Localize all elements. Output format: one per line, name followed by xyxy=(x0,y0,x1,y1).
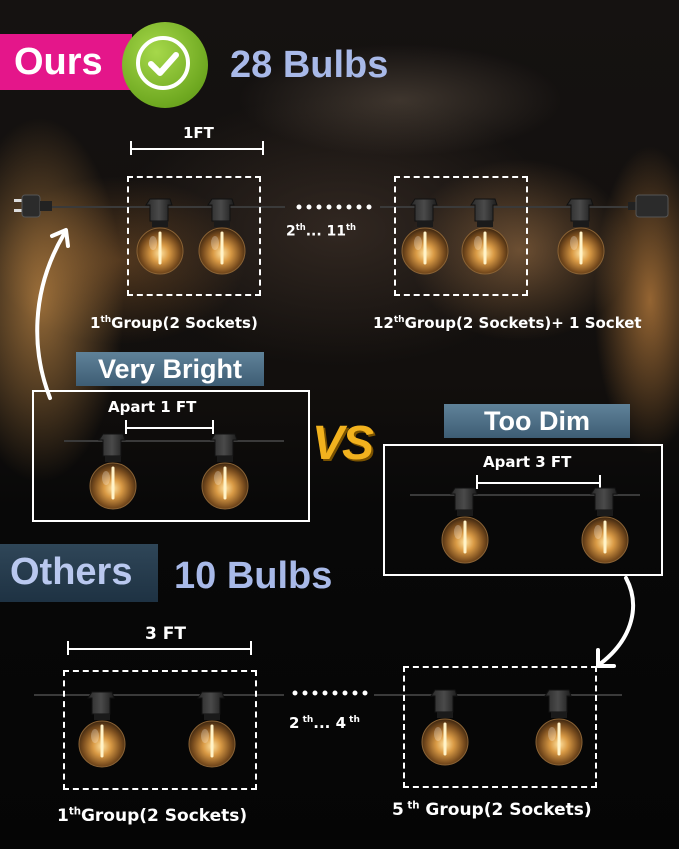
bulb-icon xyxy=(197,197,247,277)
bulb-icon xyxy=(200,432,250,512)
bright-spacing-line xyxy=(126,427,214,429)
bulb-icon xyxy=(440,486,490,566)
ours-spacing-line xyxy=(131,148,264,150)
others-dots xyxy=(292,690,368,696)
others-group1-label: 1thGroup(2 Sockets) xyxy=(57,806,248,826)
ours-range-label: 2th... 11th xyxy=(286,222,356,240)
ours-group12-box xyxy=(394,176,528,296)
socket-icon xyxy=(628,194,669,218)
ours-group1-label: 1thGroup(2 Sockets) xyxy=(90,314,258,332)
bulb-icon xyxy=(187,690,237,770)
ours-spacing-label: 1FT xyxy=(183,124,214,142)
too-dim-banner: Too Dim xyxy=(444,404,630,438)
bright-spacing-label: Apart 1 FT xyxy=(108,398,197,416)
bulb-icon xyxy=(534,688,584,768)
ours-spacing-tick-left xyxy=(130,141,132,155)
dim-spacing-line xyxy=(477,482,601,484)
others-group5-box xyxy=(403,666,597,788)
curved-arrow-icon xyxy=(35,228,70,400)
bulb-icon xyxy=(135,197,185,277)
bulb-icon xyxy=(580,486,630,566)
ours-group12-label: 12thGroup(2 Sockets)+ 1 Socket xyxy=(373,314,642,332)
dim-spacing-label: Apart 3 FT xyxy=(483,453,572,471)
very-bright-banner: Very Bright xyxy=(76,352,264,386)
ours-wire-right xyxy=(380,206,635,208)
others-wire-left xyxy=(34,694,284,696)
ours-bulb-count: 28 Bulbs xyxy=(230,44,389,86)
bulb-icon xyxy=(88,432,138,512)
vs-label: VS xyxy=(312,417,374,470)
dim-wire xyxy=(410,494,640,496)
bright-spacing-tick-right xyxy=(212,420,214,434)
ours-badge: Ours xyxy=(0,34,132,90)
others-range-label: 2 th... 4 th xyxy=(289,714,360,732)
bright-wire xyxy=(64,440,284,442)
bright-compare-box xyxy=(32,390,310,522)
bulb-icon xyxy=(77,690,127,770)
bulb-icon xyxy=(556,197,606,277)
curved-arrow-icon xyxy=(596,576,635,668)
others-group1-box xyxy=(63,670,257,790)
others-badge: Others xyxy=(0,544,158,602)
bright-spacing-tick-left xyxy=(125,420,127,434)
bulb-icon xyxy=(420,688,470,768)
others-spacing-line xyxy=(68,648,252,650)
dim-compare-box xyxy=(383,444,663,576)
dim-spacing-tick-right xyxy=(599,475,601,489)
check-icon xyxy=(148,52,179,76)
bulb-icon xyxy=(460,197,510,277)
bulb-icon xyxy=(400,197,450,277)
ours-dots xyxy=(296,204,372,210)
others-bulb-count: 10 Bulbs xyxy=(174,555,333,597)
plug-icon xyxy=(14,194,52,218)
others-group5-label: 5 th Group(2 Sockets) xyxy=(392,800,592,820)
others-spacing-tick-left xyxy=(67,641,69,655)
ours-group1-box xyxy=(127,176,261,296)
others-wire-right xyxy=(374,694,622,696)
others-spacing-label: 3 FT xyxy=(145,624,186,644)
ours-spacing-tick-right xyxy=(262,141,264,155)
others-spacing-tick-right xyxy=(250,641,252,655)
check-ring xyxy=(136,36,190,90)
dim-spacing-tick-left xyxy=(476,475,478,489)
